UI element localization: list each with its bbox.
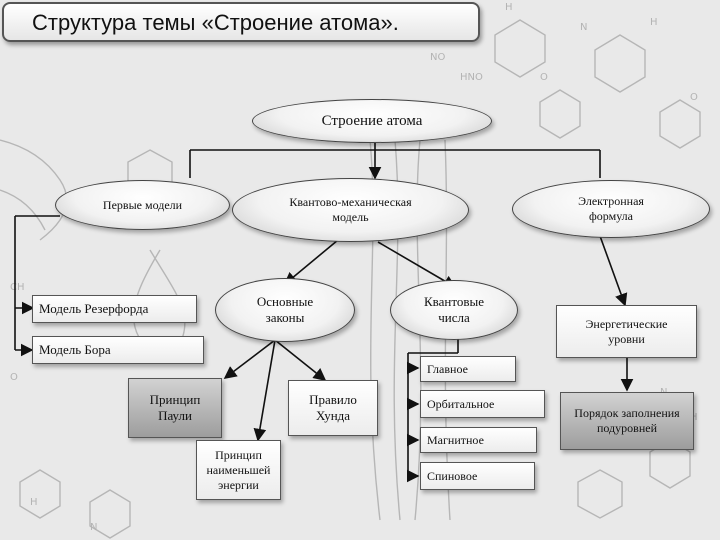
quantum-model-node: Квантово-механическая модель <box>232 178 469 242</box>
electron-formula-node: Электронная формула <box>512 180 710 238</box>
svg-text:H: H <box>30 497 38 508</box>
svg-text:H: H <box>505 2 513 13</box>
principal-number-node: Главное <box>420 356 516 382</box>
orbital-number-node: Орбитальное <box>420 390 545 418</box>
min-energy-principle-node: Принцип наименьшей энергии <box>196 440 281 500</box>
svg-text:O: O <box>690 92 698 103</box>
pauli-principle-node: Принцип Паули <box>128 378 222 438</box>
svg-text:H: H <box>650 17 658 28</box>
spin-number-node: Спиновое <box>420 462 535 490</box>
energy-levels-node: Энергетические уровни <box>556 305 697 358</box>
svg-text:HNO: HNO <box>460 72 483 83</box>
filling-order-node: Порядок заполнения подуровней <box>560 392 694 450</box>
svg-text:CH: CH <box>10 282 25 293</box>
basic-laws-node: Основные законы <box>215 278 355 342</box>
magnetic-number-node: Магнитное <box>420 427 537 453</box>
svg-text:O: O <box>540 72 548 83</box>
svg-text:N: N <box>580 22 587 33</box>
svg-text:N: N <box>90 522 97 533</box>
slide-title: Структура темы «Строение атома». <box>2 2 480 42</box>
hund-rule-node: Правило Хунда <box>288 380 378 436</box>
root-node: Строение атома <box>252 99 492 143</box>
svg-text:NO: NO <box>430 52 445 63</box>
rutherford-model-node: Модель Резерфорда <box>32 295 197 323</box>
svg-text:O: O <box>10 372 18 383</box>
quantum-numbers-node: Квантовые числа <box>390 280 518 340</box>
first-models-node: Первые модели <box>55 180 230 230</box>
bohr-model-node: Модель Бора <box>32 336 204 364</box>
